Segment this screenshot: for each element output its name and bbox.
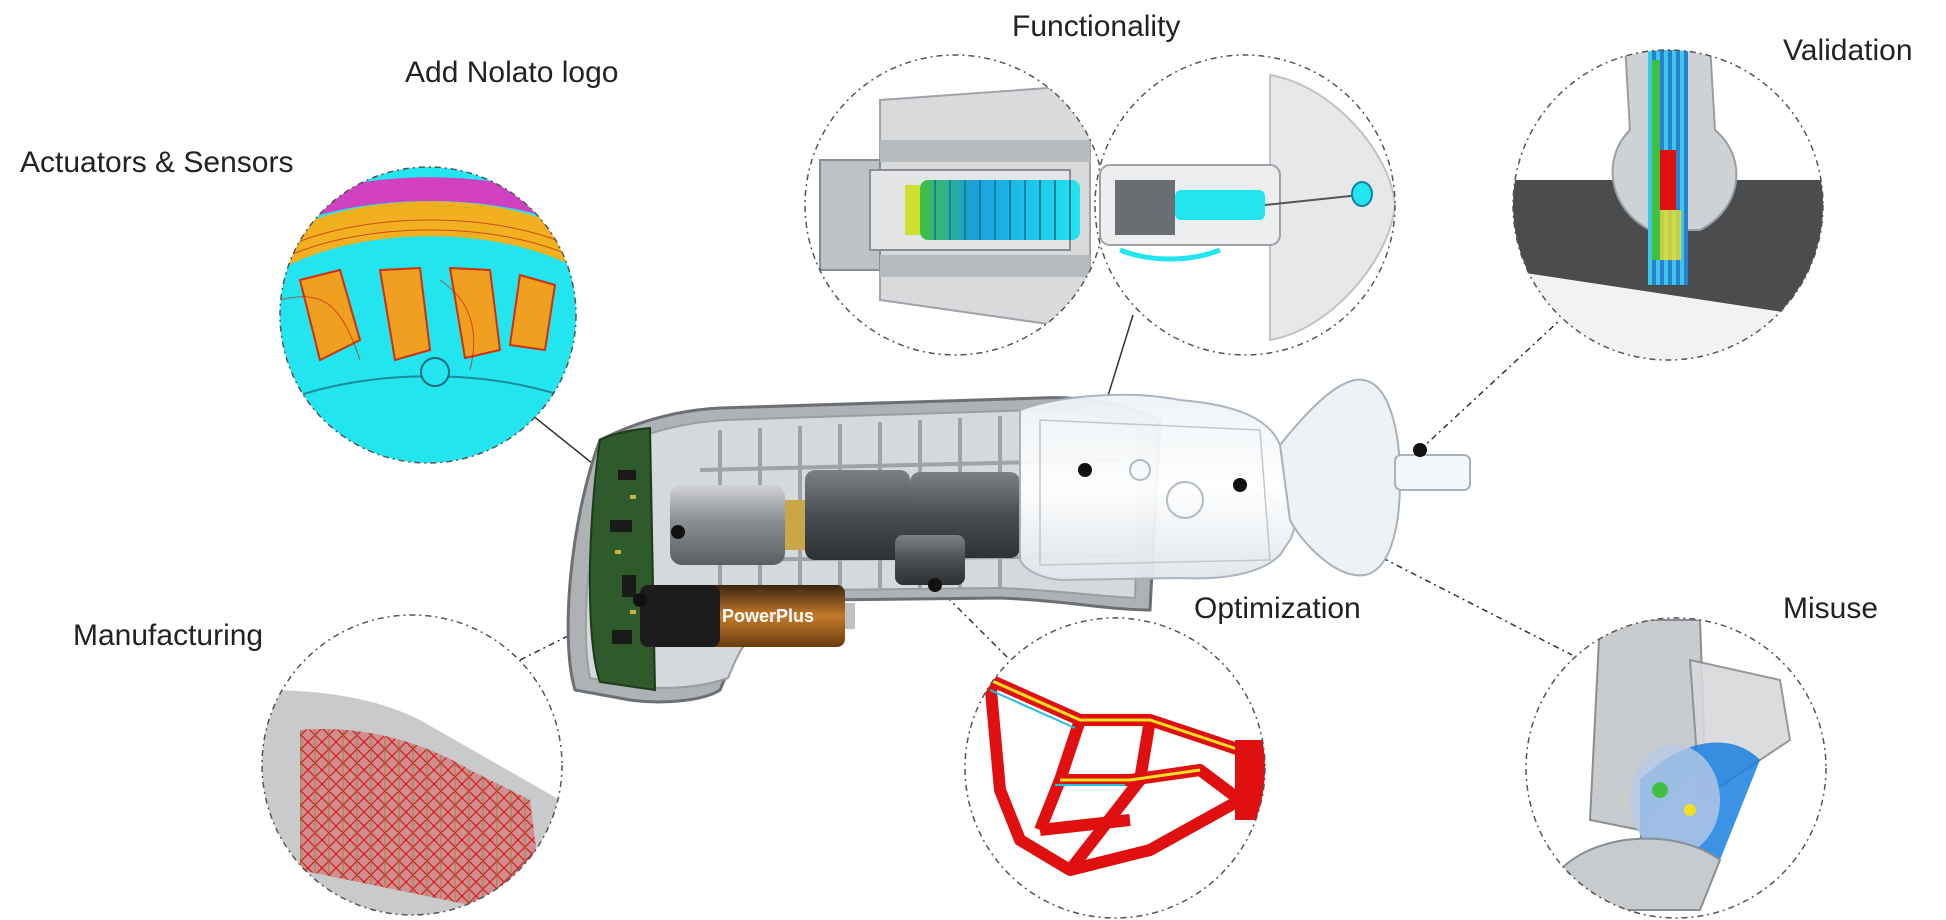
dashed-circle-callout <box>279 166 577 464</box>
gearbox <box>805 470 910 560</box>
battery-brand: PowerPlus <box>722 606 814 626</box>
functionality-callout <box>804 54 1396 356</box>
label-functionality: Functionality <box>1012 10 1181 43</box>
callout-dot <box>1413 443 1427 457</box>
label-validation: Validation <box>1783 34 1913 67</box>
label-optimization: Optimization <box>1194 592 1361 625</box>
dashed-circle-callout <box>261 614 563 916</box>
callout-dot <box>671 525 685 539</box>
device-cross-section: PowerPlus <box>566 378 1471 704</box>
dashed-circle-callout <box>964 617 1266 919</box>
callout-dot <box>633 593 647 607</box>
callout-dot <box>1078 463 1092 477</box>
callout-dot <box>928 578 942 592</box>
actuators-sensors-callout <box>279 166 577 464</box>
pcb-board <box>588 426 657 692</box>
motor <box>670 485 785 565</box>
manufacturing-callout <box>261 614 563 916</box>
label-misuse: Misuse <box>1783 592 1879 625</box>
callout-dot <box>1233 478 1247 492</box>
validation-callout <box>1512 49 1824 361</box>
label-add-logo: Add Nolato logo <box>405 56 619 89</box>
label-manufacturing: Manufacturing <box>73 619 264 652</box>
dashed-circle-callout <box>1525 617 1827 919</box>
actuator-lower <box>895 535 965 585</box>
optimization-callout <box>964 617 1266 919</box>
misuse-callout <box>1525 617 1827 919</box>
callout-dots <box>633 443 1427 607</box>
battery: PowerPlus <box>640 585 855 647</box>
dashed-circle-callout <box>1094 54 1396 356</box>
transparent-pump-head <box>1019 378 1471 582</box>
label-actuators: Actuators & Sensors <box>20 146 294 179</box>
dashed-circle-callout <box>1512 49 1824 361</box>
